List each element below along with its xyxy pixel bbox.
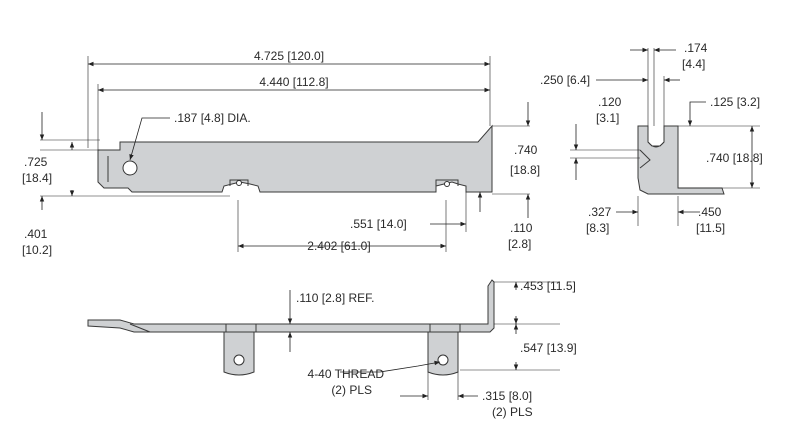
dim-standoff-pos: .551 [14.0] — [350, 217, 407, 231]
dim-ref-thk: .110 [2.8] REF. — [296, 291, 375, 305]
bottom-standoff-right-hole — [437, 354, 449, 366]
standoff-left-hole — [236, 180, 242, 186]
bottom-view: .110 [2.8] REF. .453 [11.5] .547 [13.9] … — [87, 279, 577, 419]
dim-right-height-in: .740 — [514, 143, 538, 157]
dim-standoff-thk-in: .110 — [510, 221, 533, 235]
dim-slot-offset-mm: [3.1] — [596, 111, 619, 125]
dim-standoff-drop: .547 [13.9] — [520, 341, 577, 355]
hole-leader — [129, 117, 170, 161]
dim-top-flange: .453 [11.5] — [520, 279, 576, 293]
dim-standoff-thk-mm: [2.8] — [508, 237, 531, 251]
dim-side-width-in: .450 — [698, 205, 722, 219]
thread-leader — [379, 360, 441, 373]
dim-tab-height-in: .725 — [24, 155, 48, 169]
bracket-body — [97, 124, 493, 193]
side-view: .174 [4.4] .250 [6.4] .120 [3.1] .125 [3… — [540, 41, 763, 235]
dim-inner-length: 4.440 [112.8] — [259, 75, 328, 89]
thread-label: 4-40 THREAD — [308, 367, 385, 381]
bottom-standoff-right — [427, 331, 459, 376]
dim-slot-depth: .250 [6.4] — [540, 73, 590, 87]
bottom-standoff-left-hole — [233, 354, 245, 366]
dim-slot-offset-in: .120 — [598, 95, 622, 109]
dim-slot-width-mm: [4.4] — [682, 57, 705, 71]
dim-foot-in: .327 — [588, 205, 612, 219]
dim-standoff-edge: .315 [8.0] — [482, 389, 532, 403]
front-view: 4.725 [120.0] 4.440 [112.8] .187 [4.8] D… — [22, 49, 540, 257]
standoff-right-hole — [444, 181, 450, 187]
dim-lip-top: .125 [3.2] — [710, 95, 760, 109]
dim-side-height: .740 [18.8] — [706, 151, 763, 165]
dim-slot-width-in: .174 — [684, 41, 708, 55]
dim-standoff-edge-qty: (2) PLS — [492, 405, 533, 419]
dim-tab-offset-in: .401 — [24, 227, 48, 241]
dim-right-height-mm: [18.8] — [510, 163, 540, 177]
mounting-hole — [122, 160, 138, 176]
thread-qty: (2) PLS — [331, 383, 372, 397]
dim-tab-offset-mm: [10.2] — [22, 243, 52, 257]
dim-foot-mm: [8.3] — [586, 221, 609, 235]
dim-side-width-mm: [11.5] — [696, 221, 725, 235]
bottom-standoff-left — [223, 331, 255, 376]
dim-overall-length: 4.725 [120.0] — [254, 49, 324, 63]
dim-standoff-spacing: 2.402 [61.0] — [307, 239, 370, 253]
dim-hole-dia: .187 [4.8] DIA. — [174, 111, 251, 125]
dim-tab-height-mm: [18.4] — [22, 171, 52, 185]
standoff-right — [435, 179, 459, 186]
bottom-plate — [87, 279, 495, 333]
